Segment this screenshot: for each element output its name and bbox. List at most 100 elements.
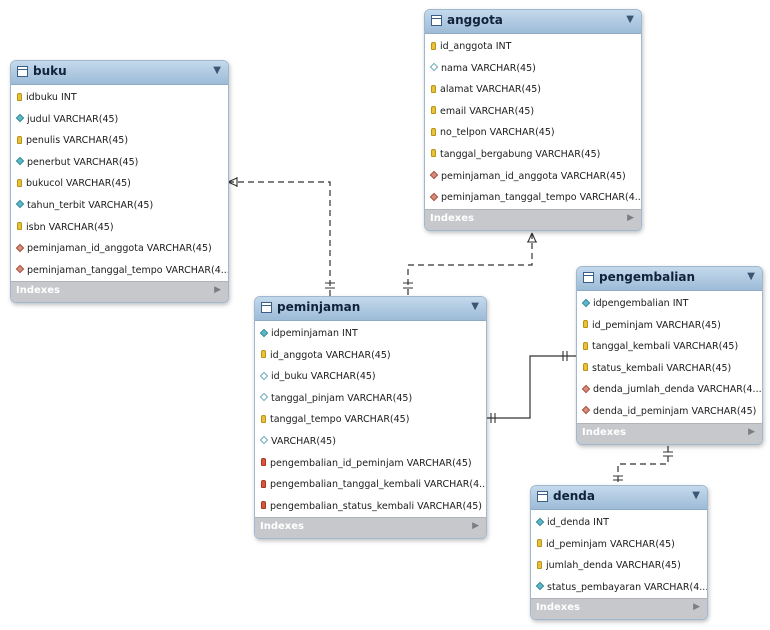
column-row[interactable]: id_peminjam VARCHAR(45): [531, 534, 707, 556]
column-row[interactable]: peminjaman_id_anggota VARCHAR(45): [425, 166, 641, 188]
attribute-icon: [259, 328, 269, 337]
column-row[interactable]: peminjaman_tanggal_tempo VARCHAR(4...: [11, 260, 228, 282]
column-row[interactable]: nama VARCHAR(45): [425, 58, 641, 80]
column-row[interactable]: penulis VARCHAR(45): [11, 130, 228, 152]
collapse-arrow-icon[interactable]: ▼: [213, 65, 221, 76]
column-text: id_denda INT: [547, 517, 609, 528]
table-denda[interactable]: denda ▼ id_denda INT id_peminjam VARCHAR(…: [530, 485, 708, 621]
attribute-icon: [15, 113, 25, 123]
table-anggota[interactable]: anggota ▼ id_anggota INT nama VARCHAR(45)…: [424, 9, 642, 231]
column-text: pengembalian_status_kembali VARCHAR(45): [270, 500, 482, 512]
column-row[interactable]: email VARCHAR(45): [425, 101, 641, 123]
indexes-label: Indexes: [260, 521, 304, 533]
column-text: email VARCHAR(45): [440, 105, 535, 117]
column-row[interactable]: idpeminjaman INT: [255, 323, 486, 345]
column-row[interactable]: tahun_terbit VARCHAR(45): [11, 195, 228, 217]
expand-arrow-icon[interactable]: ▶: [472, 521, 479, 532]
column-row[interactable]: idpengembalian INT: [577, 293, 762, 315]
column-row[interactable]: tanggal_pinjam VARCHAR(45): [255, 388, 486, 410]
column-row[interactable]: id_anggota VARCHAR(45): [255, 345, 486, 367]
nullable-attribute-icon: [259, 436, 269, 445]
column-text: id_peminjam VARCHAR(45): [592, 319, 721, 331]
column-row[interactable]: tanggal_tempo VARCHAR(45): [255, 409, 486, 431]
column-row[interactable]: pengembalian_status_kembali VARCHAR(45): [255, 496, 486, 518]
nullable-attribute-icon: [259, 371, 269, 380]
column-row[interactable]: judul VARCHAR(45): [11, 109, 228, 131]
column-text: idbuku INT: [26, 92, 77, 103]
table-name: peminjaman: [277, 300, 361, 314]
column-row[interactable]: alamat VARCHAR(45): [425, 79, 641, 101]
column-row[interactable]: no_telpon VARCHAR(45): [425, 122, 641, 144]
key-icon: [17, 222, 22, 231]
column-row[interactable]: peminjaman_id_anggota VARCHAR(45): [11, 238, 228, 260]
column-text: jumlah_denda VARCHAR(45): [546, 560, 681, 572]
table-header[interactable]: anggota ▼: [425, 10, 641, 34]
column-row[interactable]: denda_id_peminjam VARCHAR(45): [577, 401, 762, 423]
column-row[interactable]: bukucol VARCHAR(45): [11, 173, 228, 195]
foreign-attribute-icon: [15, 243, 25, 252]
key-icon: [17, 92, 22, 101]
column-row[interactable]: denda_jumlah_denda VARCHAR(4...: [577, 379, 762, 401]
expand-arrow-icon[interactable]: ▶: [214, 285, 221, 296]
nullable-attribute-icon: [259, 393, 269, 402]
key-icon: [537, 560, 542, 569]
indexes-bar[interactable]: Indexes ▶: [577, 422, 762, 444]
indexes-bar[interactable]: Indexes ▶: [425, 208, 641, 230]
column-row[interactable]: id_anggota INT: [425, 36, 641, 58]
column-row[interactable]: id_buku VARCHAR(45): [255, 366, 486, 388]
key-icon: [583, 320, 588, 329]
indexes-bar[interactable]: Indexes ▶: [531, 598, 707, 620]
column-text: idpeminjaman INT: [271, 328, 358, 339]
column-row[interactable]: penerbut VARCHAR(45): [11, 152, 228, 174]
column-row[interactable]: status_kembali VARCHAR(45): [577, 358, 762, 380]
table-header[interactable]: denda ▼: [531, 486, 707, 510]
column-text: isbn VARCHAR(45): [26, 221, 114, 233]
column-row[interactable]: status_pembayaran VARCHAR(4...: [531, 577, 707, 599]
expand-arrow-icon[interactable]: ▶: [627, 212, 634, 223]
column-row[interactable]: id_denda INT: [531, 512, 707, 534]
column-row[interactable]: tanggal_kembali VARCHAR(45): [577, 336, 762, 358]
column-text: id_peminjam VARCHAR(45): [546, 538, 675, 550]
expand-arrow-icon[interactable]: ▶: [748, 426, 755, 437]
foreign-attribute-icon: [429, 170, 439, 180]
indexes-label: Indexes: [430, 212, 474, 224]
foreign-attribute-icon: [581, 384, 591, 394]
column-row[interactable]: pengembalian_tanggal_kembali VARCHAR(4..…: [255, 474, 486, 496]
column-text: pengembalian_tanggal_kembali VARCHAR(4..…: [270, 479, 486, 491]
column-text: id_anggota INT: [440, 41, 512, 52]
indexes-bar[interactable]: Indexes ▶: [255, 517, 486, 539]
expand-arrow-icon[interactable]: ▶: [693, 602, 700, 613]
indexes-bar[interactable]: Indexes ▶: [11, 281, 228, 303]
key-icon: [431, 41, 436, 50]
column-text: tanggal_bergabung VARCHAR(45): [440, 148, 601, 160]
table-header[interactable]: buku ▼: [11, 61, 228, 85]
foreign-attribute-icon: [15, 265, 25, 274]
foreign-attribute-icon: [581, 406, 591, 415]
column-row[interactable]: VARCHAR(45): [255, 431, 486, 453]
column-text: penulis VARCHAR(45): [26, 135, 129, 147]
column-row[interactable]: id_peminjam VARCHAR(45): [577, 315, 762, 337]
column-row[interactable]: pengembalian_id_peminjam VARCHAR(45): [255, 453, 486, 475]
table-buku[interactable]: buku ▼ idbuku INT judul VARCHAR(45) penuli…: [10, 60, 229, 304]
table-peminjaman[interactable]: peminjaman ▼ idpeminjaman INT id_anggota …: [254, 296, 487, 540]
table-header[interactable]: peminjaman ▼: [255, 297, 486, 321]
collapse-arrow-icon[interactable]: ▼: [626, 14, 634, 25]
crowfoot-buku: [227, 177, 238, 187]
column-row[interactable]: idbuku INT: [11, 87, 228, 109]
collapse-arrow-icon[interactable]: ▼: [471, 301, 479, 312]
column-text: alamat VARCHAR(45): [440, 84, 541, 96]
table-header[interactable]: pengembalian ▼: [577, 267, 762, 291]
collapse-arrow-icon[interactable]: ▼: [747, 271, 755, 282]
relation-peminjaman-pengembalian: [485, 355, 576, 419]
key-icon: [431, 149, 436, 158]
table-pengembalian[interactable]: pengembalian ▼ idpengembalian INT id_pemi…: [576, 266, 763, 445]
column-row[interactable]: jumlah_denda VARCHAR(45): [531, 555, 707, 577]
column-text: id_buku VARCHAR(45): [271, 371, 376, 383]
column-text: bukucol VARCHAR(45): [26, 178, 131, 190]
column-row[interactable]: tanggal_bergabung VARCHAR(45): [425, 144, 641, 166]
column-row[interactable]: isbn VARCHAR(45): [11, 217, 228, 239]
collapse-arrow-icon[interactable]: ▼: [692, 490, 700, 501]
column-row[interactable]: peminjaman_tanggal_tempo VARCHAR(4...: [425, 187, 641, 209]
column-text: tanggal_tempo VARCHAR(45): [270, 414, 410, 426]
